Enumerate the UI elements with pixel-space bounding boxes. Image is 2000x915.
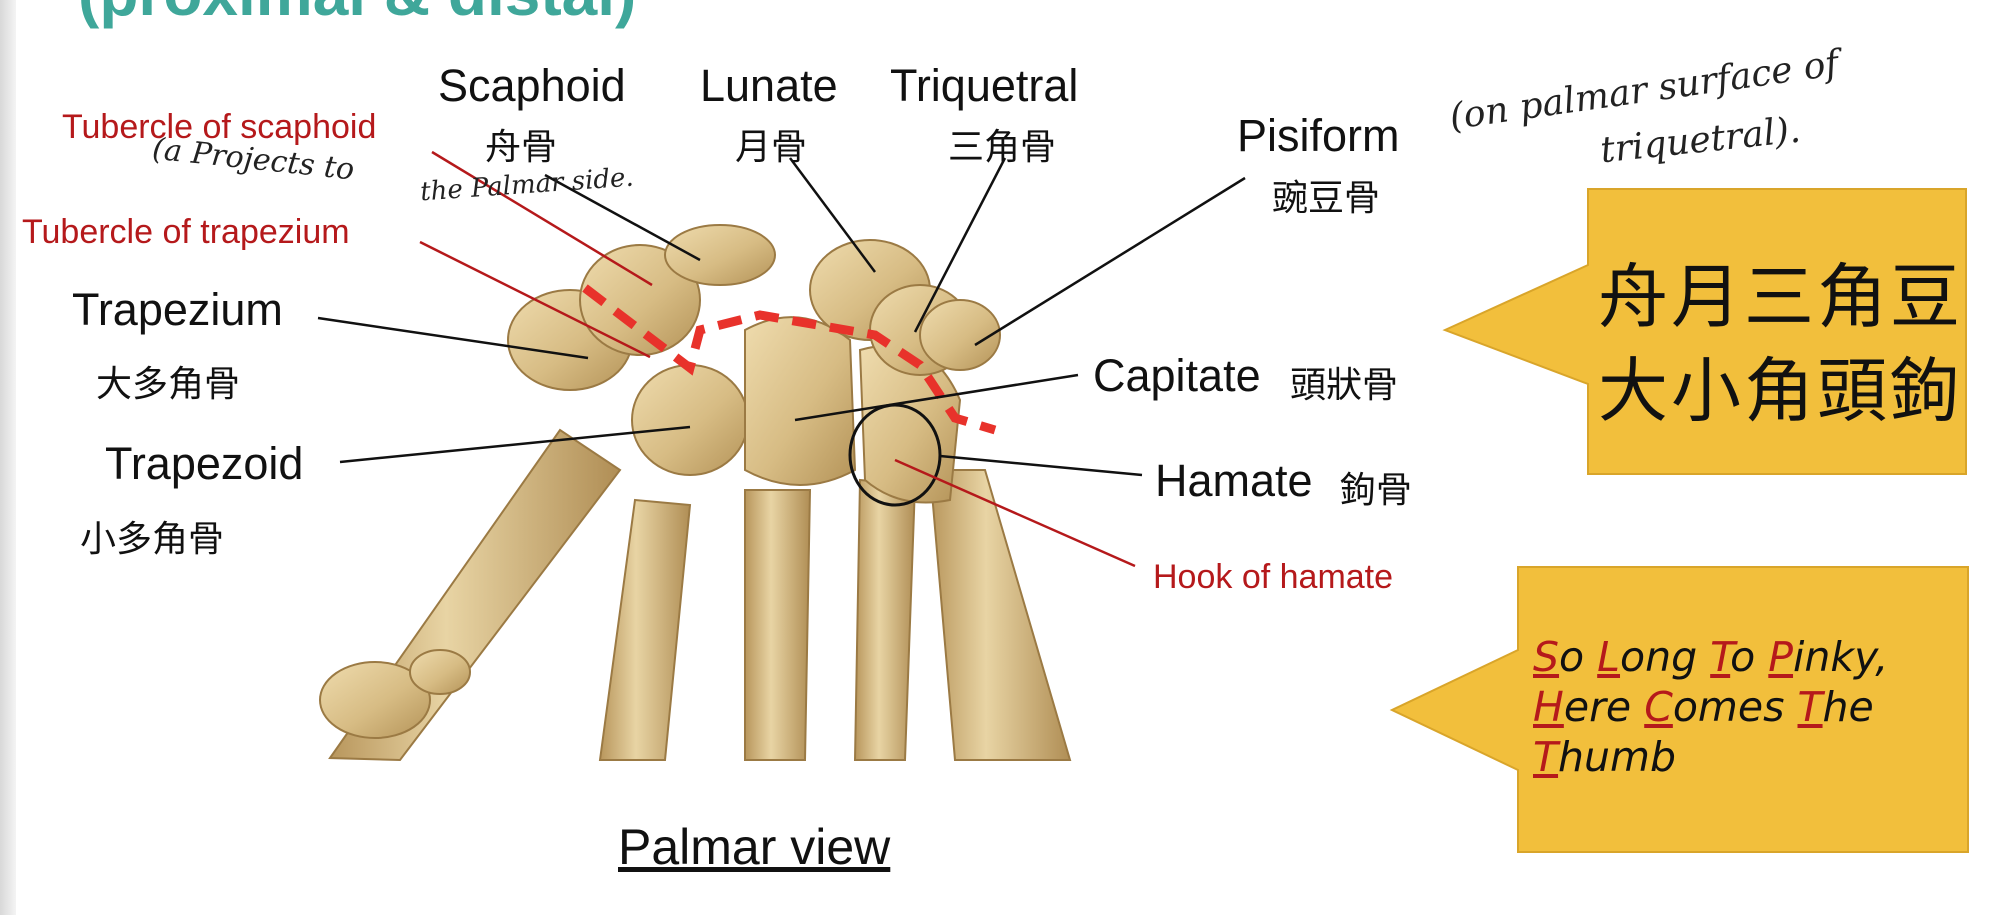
trapezoid-bone	[631, 364, 749, 476]
label-pisiform-zh: 豌豆骨	[1272, 177, 1381, 218]
label-tubercle-scaphoid: Tubercle of scaphoid	[62, 108, 377, 146]
chinese-mnemonic-line-2: 大小角頭鉤	[1598, 352, 1963, 430]
slide-edge-shadow	[0, 0, 16, 915]
label-capitate: Capitate	[1093, 350, 1261, 401]
label-capitate-zh: 頭狀骨	[1290, 364, 1399, 405]
label-scaphoid-zh: 舟骨	[485, 126, 558, 167]
slide-title: (proximal & distal)	[78, 0, 636, 30]
label-hook-hamate: Hook of hamate	[1153, 558, 1394, 596]
capitate-bone	[744, 316, 857, 486]
english-mnemonic-line: Thumb	[1533, 733, 1676, 781]
label-hamate-zh: 鉤骨	[1340, 469, 1413, 510]
chinese-mnemonic-line-1: 舟月三角豆	[1598, 258, 1963, 336]
callout-chinese-mnemonic	[1442, 188, 1967, 475]
figure-caption: Palmar view	[618, 819, 891, 875]
english-mnemonic-line: Here Comes The	[1533, 683, 1874, 731]
label-triquetral: Triquetral	[890, 60, 1079, 111]
label-hamate: Hamate	[1155, 455, 1313, 506]
pisiform-bone	[919, 299, 1001, 371]
english-mnemonic-line: So Long To Pinky,	[1533, 633, 1889, 681]
label-triquetral-zh: 三角骨	[948, 126, 1057, 167]
callout-english-mnemonic	[1389, 566, 1969, 853]
label-pisiform: Pisiform	[1237, 110, 1400, 161]
label-lunate-zh: 月骨	[735, 126, 808, 167]
label-trapezoid: Trapezoid	[105, 438, 304, 489]
english-mnemonic: So Long To Pinky, Here Comes The Thumb	[1533, 632, 1973, 782]
label-trapezoid-zh: 小多角骨	[80, 518, 225, 559]
label-trapezium: Trapezium	[72, 284, 283, 335]
label-lunate: Lunate	[700, 60, 838, 111]
label-scaphoid: Scaphoid	[438, 60, 626, 111]
scaphoid-bone	[579, 244, 701, 356]
label-trapezium-zh: 大多角骨	[96, 363, 241, 404]
chinese-mnemonic: 舟月三角豆 大小角頭鉤	[1598, 250, 1968, 438]
label-tubercle-trapezium: Tubercle of trapezium	[22, 213, 350, 251]
